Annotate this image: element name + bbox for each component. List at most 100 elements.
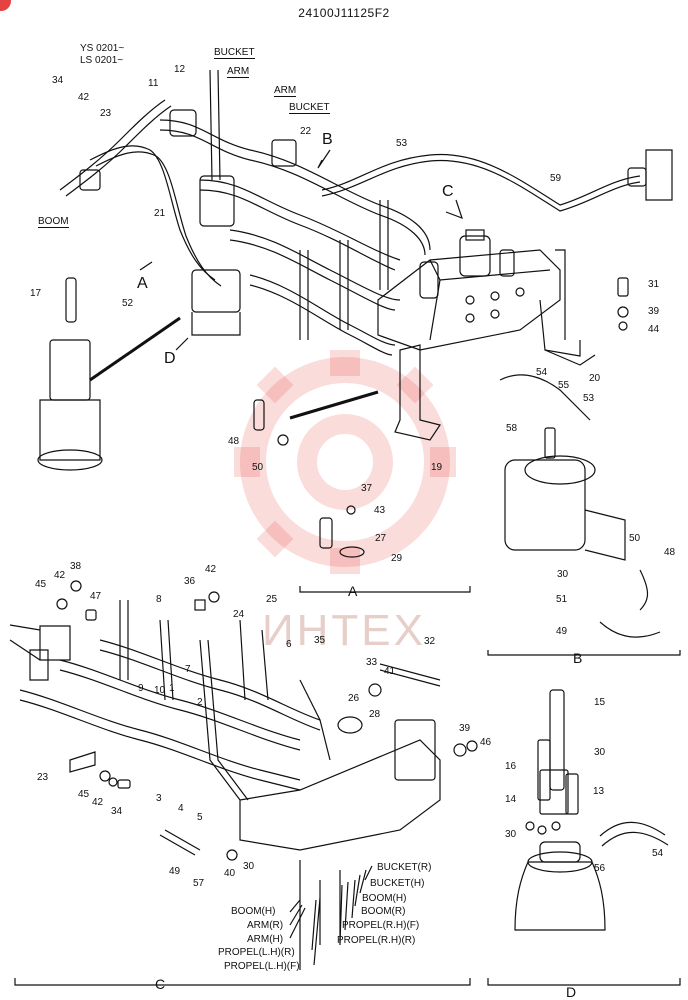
part-number: 5 xyxy=(197,812,203,823)
part-number: 31 xyxy=(648,279,660,290)
part-number: 19 xyxy=(431,462,443,473)
part-number: 33 xyxy=(366,657,378,668)
serial-line-2: LS 0201~ xyxy=(80,55,124,66)
part-number: 29 xyxy=(391,553,403,564)
view-c-label: C xyxy=(155,976,166,992)
part-number: 30 xyxy=(557,569,569,580)
part-number: 8 xyxy=(156,594,162,605)
port-label-propel-lh-r: PROPEL(L.H)(R) xyxy=(218,947,295,958)
part-number: 36 xyxy=(184,576,196,587)
part-number: 30 xyxy=(243,861,255,872)
part-number: 52 xyxy=(122,298,134,309)
part-number: 14 xyxy=(505,794,517,805)
part-number: 26 xyxy=(348,693,360,704)
part-number: 53 xyxy=(396,138,408,149)
view-d-label: D xyxy=(566,984,577,1000)
part-number: 12 xyxy=(174,64,186,75)
view-letter-d: D xyxy=(164,350,176,367)
part-number: 27 xyxy=(375,533,387,544)
view-letter-b: B xyxy=(322,131,333,148)
part-number: 57 xyxy=(193,878,205,889)
port-label-boom-h-left: BOOM(H) xyxy=(231,906,276,917)
part-number: 41 xyxy=(384,666,396,677)
part-number: 42 xyxy=(92,797,104,808)
part-number: 49 xyxy=(169,866,181,877)
port-label-bucket-r: BUCKET(R) xyxy=(377,862,432,873)
part-number: 42 xyxy=(78,92,90,103)
part-number: 39 xyxy=(648,306,660,317)
part-number: 39 xyxy=(459,723,471,734)
part-number: 25 xyxy=(266,594,278,605)
part-number: 48 xyxy=(228,436,240,447)
port-label-propel-rh-f: PROPEL(R.H)(F) xyxy=(342,920,420,931)
port-label-bucket-h: BUCKET(H) xyxy=(370,878,425,889)
part-number: 37 xyxy=(361,483,373,494)
part-number: 45 xyxy=(78,789,90,800)
document-code: 24100J11125F2 xyxy=(298,6,390,20)
part-number: 30 xyxy=(505,829,517,840)
view-b-label: B xyxy=(573,650,583,666)
part-number: 42 xyxy=(205,564,217,575)
part-number: 48 xyxy=(664,547,676,558)
part-number: 22 xyxy=(300,126,312,137)
part-number: 23 xyxy=(37,772,49,783)
serial-line-1: YS 0201~ xyxy=(80,43,125,54)
part-number: 4 xyxy=(178,803,184,814)
part-number: 21 xyxy=(154,208,166,219)
part-number: 7 xyxy=(185,664,191,675)
part-number: 2 xyxy=(197,697,203,708)
part-number: 32 xyxy=(424,636,436,647)
corner-marker-icon xyxy=(0,0,11,11)
part-number: 58 xyxy=(506,423,518,434)
part-number: 50 xyxy=(252,462,264,473)
part-number: 46 xyxy=(480,737,492,748)
tag-bucket-top: BUCKET xyxy=(214,47,255,59)
view-letter-a: A xyxy=(137,275,148,292)
tag-bucket-mid: BUCKET xyxy=(289,102,330,114)
tag-arm-mid: ARM xyxy=(274,85,297,97)
port-label-propel-lh-f: PROPEL(L.H)(F) xyxy=(224,961,300,972)
part-number: 15 xyxy=(594,697,606,708)
part-number: 56 xyxy=(594,863,606,874)
port-label-boom-r: BOOM(R) xyxy=(361,906,406,917)
part-number: 13 xyxy=(593,786,605,797)
view-letter-c: C xyxy=(442,183,454,200)
part-number: 10 xyxy=(154,685,166,696)
watermark-gear-icon xyxy=(240,357,450,567)
part-number: 47 xyxy=(90,591,102,602)
part-number: 54 xyxy=(652,848,664,859)
part-number: 1 xyxy=(169,683,175,694)
part-number: 28 xyxy=(369,709,381,720)
part-number: 45 xyxy=(35,579,47,590)
part-number: 55 xyxy=(558,380,570,391)
part-number: 53 xyxy=(583,393,595,404)
port-label-arm-r: ARM(R) xyxy=(247,920,284,931)
part-number: 42 xyxy=(54,570,66,581)
part-number: 38 xyxy=(70,561,82,572)
watermark-brand-text: ИНТЕХ xyxy=(262,606,426,655)
part-number: 11 xyxy=(148,78,159,89)
part-number: 6 xyxy=(286,639,292,650)
tag-boom: BOOM xyxy=(38,216,69,228)
part-number: 43 xyxy=(374,505,386,516)
part-number: 20 xyxy=(589,373,601,384)
part-number: 34 xyxy=(111,806,123,817)
part-number: 17 xyxy=(30,288,42,299)
part-number: 23 xyxy=(100,108,112,119)
part-number: 9 xyxy=(138,683,144,694)
port-label-arm-h: ARM(H) xyxy=(247,934,284,945)
part-number: 59 xyxy=(550,173,562,184)
part-number: 3 xyxy=(156,793,162,804)
part-number: 49 xyxy=(556,626,568,637)
view-a-label: A xyxy=(348,583,358,599)
part-number: 24 xyxy=(233,609,245,620)
part-number: 54 xyxy=(536,367,548,378)
part-number: 40 xyxy=(224,868,236,879)
port-label-boom-h-right: BOOM(H) xyxy=(362,893,407,904)
tag-arm-top: ARM xyxy=(227,66,250,78)
part-number: 16 xyxy=(505,761,517,772)
part-number: 51 xyxy=(556,594,568,605)
port-label-propel-rh-r: PROPEL(R.H)(R) xyxy=(337,935,416,946)
